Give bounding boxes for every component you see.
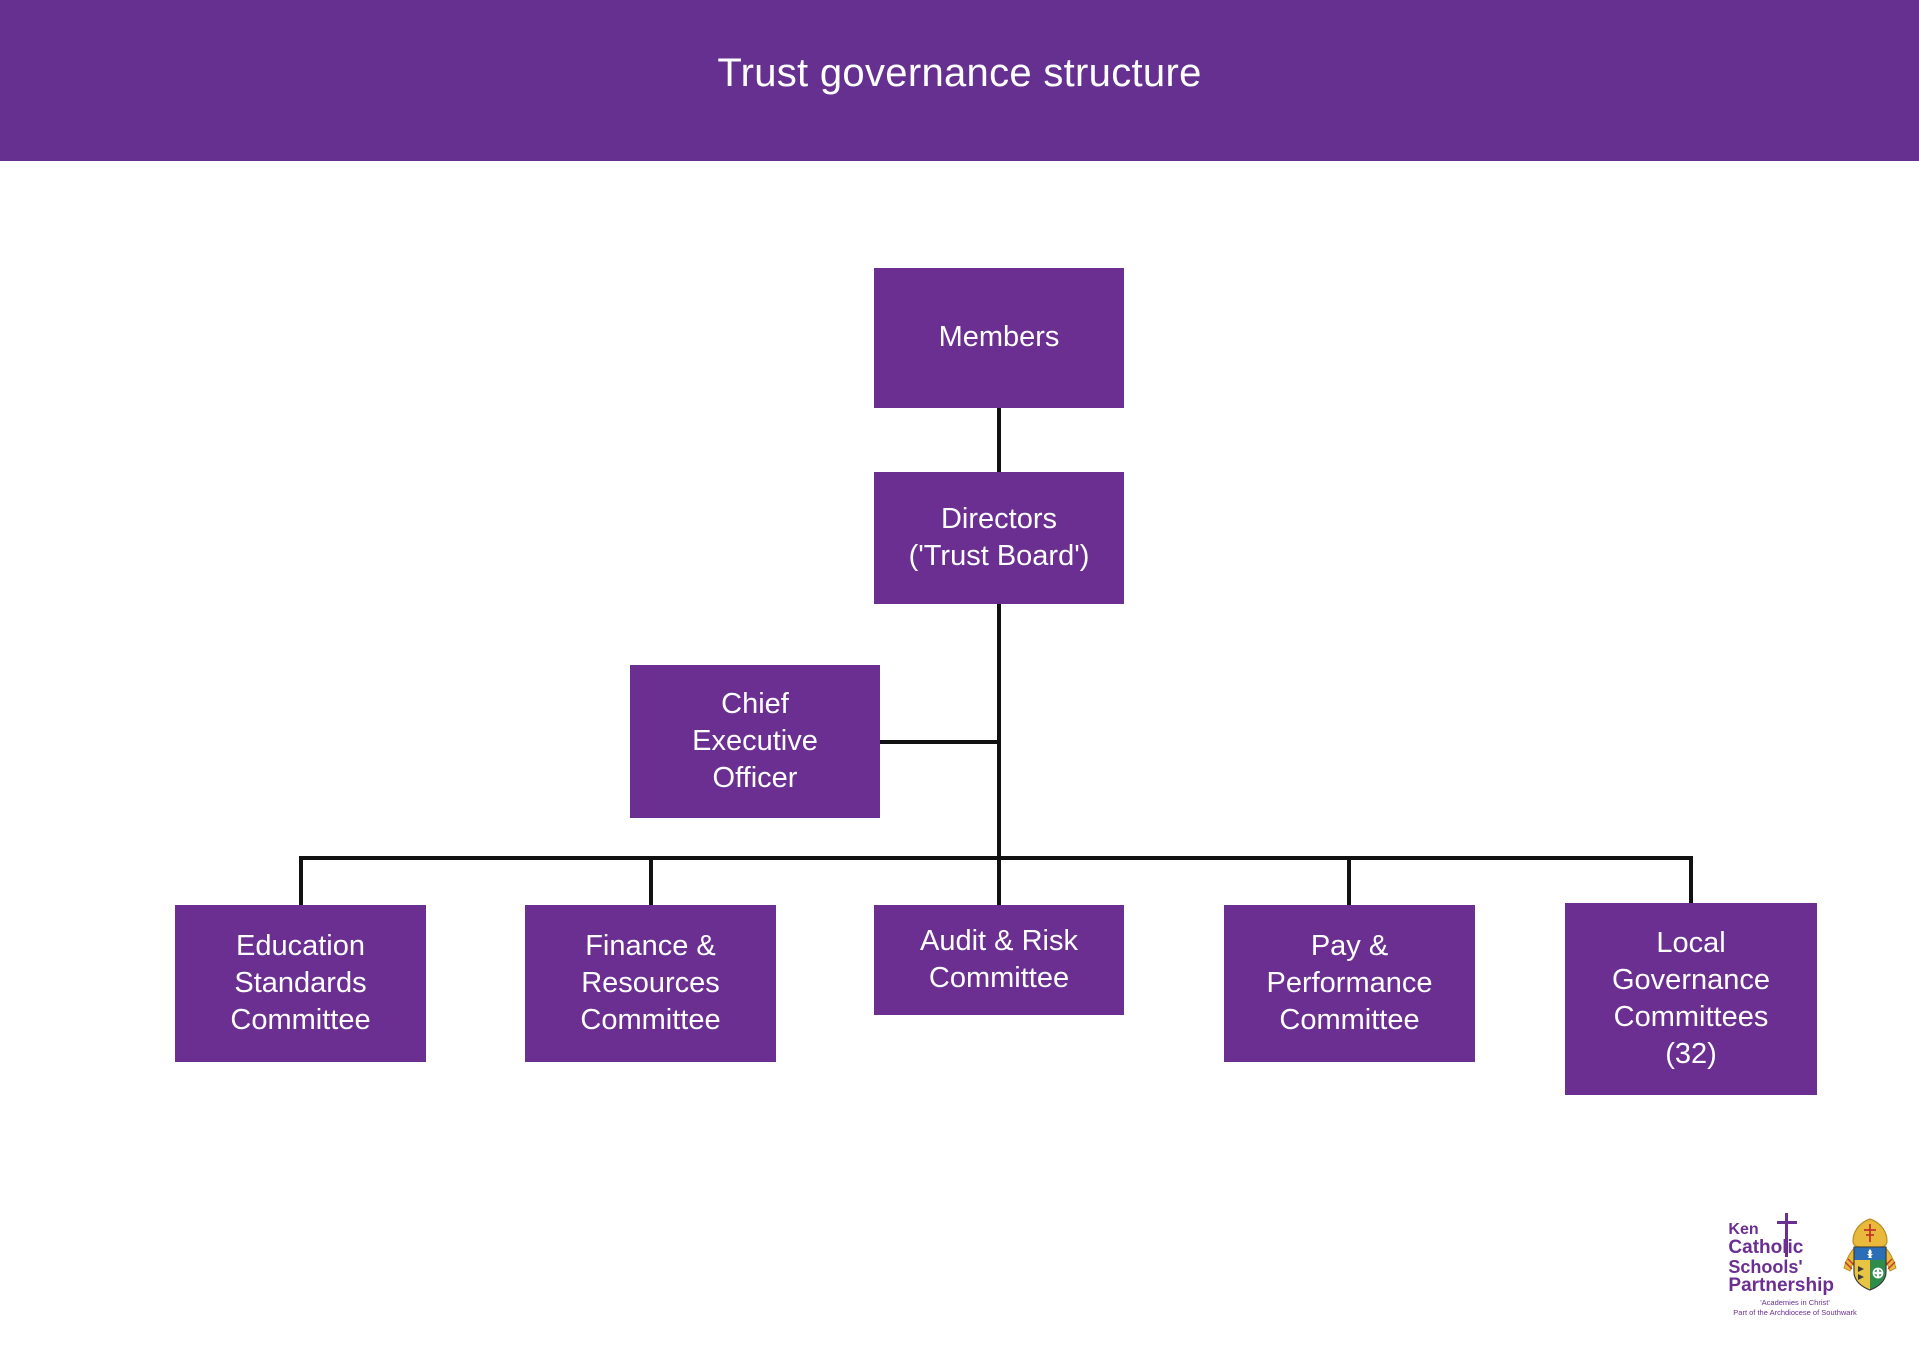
node-ceo-label: Chief Executive Officer xyxy=(692,687,818,795)
node-local-governance-committees[interactable]: Local Governance Committees (32) xyxy=(1565,903,1817,1095)
connector-committee-bus xyxy=(299,856,1693,860)
logo-tagline-line-1: 'Academies in Christ' xyxy=(1760,1298,1830,1307)
node-local-label: Local Governance Committees (32) xyxy=(1612,926,1770,1071)
connector-drop-education xyxy=(299,856,303,907)
cross-icon xyxy=(1768,1213,1808,1257)
node-audit-label: Audit & Risk Committee xyxy=(920,924,1078,994)
node-finance-resources-committee[interactable]: Finance & Resources Committee xyxy=(525,905,776,1062)
node-finance-label: Finance & Resources Committee xyxy=(580,929,721,1037)
connector-drop-finance xyxy=(649,856,653,907)
logo-line-4: Partnership xyxy=(1728,1275,1834,1297)
connector-ceo-to-trunk xyxy=(878,740,999,744)
connector-drop-local xyxy=(1689,856,1693,905)
node-education-standards-committee[interactable]: Education Standards Committee xyxy=(175,905,426,1062)
node-pay-label: Pay & Performance Committee xyxy=(1266,929,1433,1037)
logo-wordmark: Ken Catholic Schools' Partnership xyxy=(1728,1213,1836,1297)
node-pay-performance-committee[interactable]: Pay & Performance Committee xyxy=(1224,905,1475,1062)
node-members[interactable]: Members xyxy=(874,268,1124,408)
logo-line-1: Ken xyxy=(1728,1221,1759,1238)
page-title: Trust governance structure xyxy=(717,50,1202,95)
connector-directors-trunk xyxy=(997,604,1001,858)
node-audit-risk-committee[interactable]: Audit & Risk Committee xyxy=(874,905,1124,1015)
node-education-label: Education Standards Committee xyxy=(230,929,371,1037)
logo-tagline-line-2: Part of the Archdiocese of Southwark xyxy=(1733,1308,1857,1318)
logo-inner: Ken Catholic Schools' Partnership xyxy=(1728,1213,1902,1297)
logo-line-2: Catholic xyxy=(1728,1237,1804,1259)
connector-drop-audit xyxy=(997,856,1001,907)
node-members-label: Members xyxy=(938,321,1060,354)
connector-drop-pay xyxy=(1347,856,1351,907)
node-directors-label: Directors ('Trust Board') xyxy=(908,502,1090,572)
organisation-logo: Ken Catholic Schools' Partnership xyxy=(1452,1213,1902,1342)
logo-tagline: 'Academies in Christ' Part of the Archdi… xyxy=(1690,1298,1900,1318)
node-directors[interactable]: Directors ('Trust Board') xyxy=(874,472,1124,604)
header-bar: Trust governance structure xyxy=(0,0,1919,161)
coat-of-arms-icon xyxy=(1838,1216,1902,1292)
connector-members-to-directors xyxy=(997,408,1001,474)
logo-line-3: Schools' xyxy=(1728,1256,1803,1277)
node-chief-executive-officer[interactable]: Chief Executive Officer xyxy=(630,665,880,818)
